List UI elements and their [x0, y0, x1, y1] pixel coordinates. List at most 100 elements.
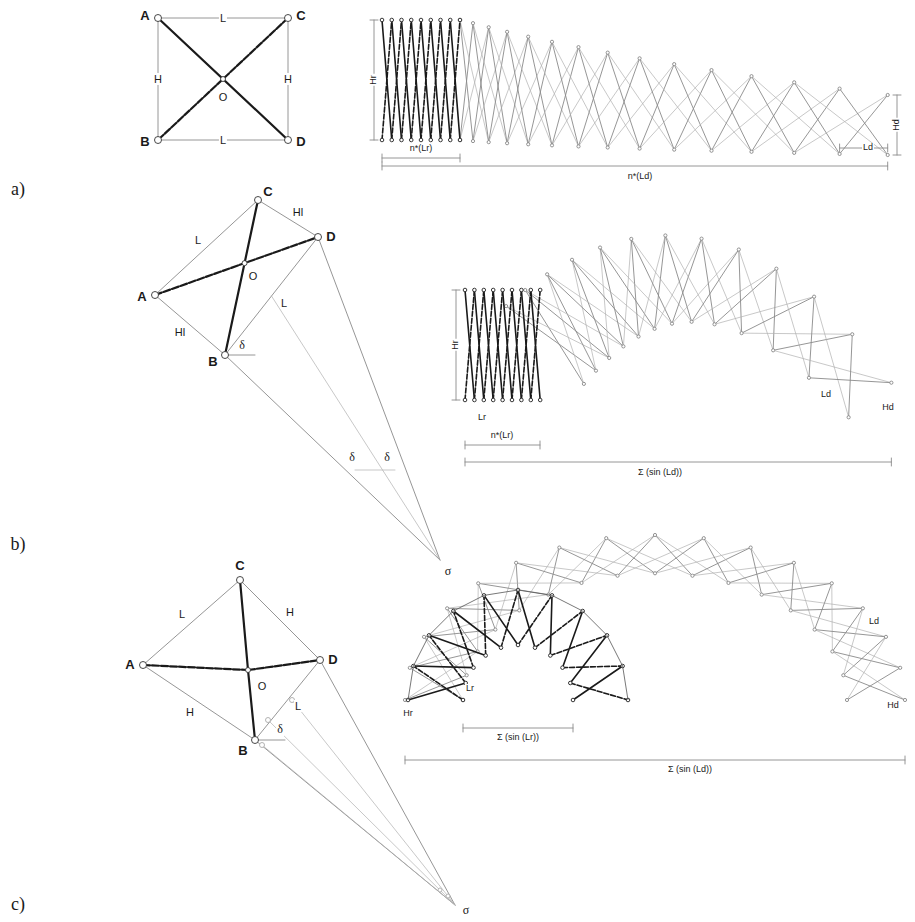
hinge-node — [518, 609, 521, 612]
hinge-node — [266, 718, 271, 723]
construction-line — [262, 745, 455, 905]
hinge-node — [831, 650, 834, 653]
scissor-member — [600, 248, 609, 358]
hinge-node — [605, 537, 608, 540]
hinge-node — [793, 151, 796, 154]
scissor-member — [665, 235, 714, 324]
scissor-member — [704, 538, 762, 594]
hinge-node — [510, 288, 514, 292]
dimension-label: Hr — [369, 74, 379, 86]
unit-outline — [240, 580, 320, 660]
hinge-node — [569, 681, 573, 685]
hinge-node — [789, 609, 792, 612]
scissor-member — [674, 70, 711, 150]
hinge-node — [710, 68, 713, 71]
hinge-node — [446, 607, 449, 610]
hinge-node — [315, 234, 322, 241]
scissor-member — [840, 95, 888, 154]
hinge-node — [807, 376, 810, 379]
hinge-node — [690, 320, 693, 323]
hinge-node — [501, 288, 505, 292]
scissor-member — [728, 563, 793, 583]
hinge-node — [487, 141, 490, 144]
scissor-member — [791, 610, 886, 636]
scissor-member — [832, 608, 862, 651]
scissor-member — [478, 582, 581, 583]
scissor-member — [570, 635, 607, 683]
hinge-node — [616, 574, 619, 577]
hinge-node — [529, 398, 533, 402]
hinge-node — [155, 137, 162, 144]
hinge-node — [793, 81, 796, 84]
scissor-member — [382, 20, 392, 140]
hinge-node — [838, 152, 841, 155]
hinge-node — [499, 646, 503, 650]
angle-label: δ — [238, 339, 246, 352]
angulated-unit-row — [140, 533, 907, 905]
hinge-node — [494, 628, 497, 631]
hinge-node — [691, 574, 694, 577]
hinge-node — [446, 894, 450, 898]
scissor-member — [776, 269, 809, 378]
hinge-node — [471, 22, 474, 25]
point-label: D — [295, 135, 306, 149]
scissor-member — [489, 27, 529, 144]
hinge-node — [242, 261, 247, 266]
scissor-member — [507, 32, 528, 144]
construction-line — [272, 296, 441, 560]
scissor-member — [512, 290, 521, 400]
point-label: A — [136, 290, 147, 304]
scissor-member — [600, 248, 623, 347]
scissor-member — [460, 27, 489, 140]
scissor-member — [742, 297, 814, 333]
hinge-node — [861, 607, 864, 610]
hinge-node — [463, 288, 467, 292]
hinge-node — [458, 18, 462, 22]
scissor-member — [815, 630, 886, 637]
side-label: H — [153, 73, 163, 85]
scissor-member — [489, 27, 507, 143]
scissor-member — [794, 82, 888, 155]
hinge-node — [577, 46, 580, 49]
scissor-member — [421, 20, 431, 140]
scissor-member — [484, 595, 518, 645]
scissor-member — [531, 290, 540, 400]
scissor-member — [791, 563, 794, 611]
angle-label: σ — [444, 565, 452, 578]
dimension-line — [465, 462, 891, 463]
hinge-node — [549, 654, 553, 658]
center-label: O — [218, 91, 229, 103]
hinge-node — [419, 138, 423, 142]
dimension-label: Hd — [881, 403, 895, 413]
hinge-node — [487, 26, 490, 29]
hinge-node — [448, 138, 452, 142]
scissor-member — [692, 548, 750, 576]
hinge-node — [252, 737, 259, 744]
scissor-member — [521, 290, 530, 400]
hinge-node — [458, 18, 461, 21]
dimension-line — [463, 728, 573, 729]
scissor-member — [579, 47, 640, 148]
scissor-member — [528, 37, 552, 146]
scissor-member — [516, 563, 581, 583]
hinge-node — [260, 743, 265, 748]
hinge-node — [713, 323, 716, 326]
hinge-node — [140, 662, 147, 669]
scissor-member — [503, 290, 512, 400]
scissor-member — [465, 290, 474, 400]
hinge-node — [246, 668, 251, 673]
scissor-member — [519, 548, 559, 611]
scissor-member — [751, 548, 791, 611]
hinge-node — [727, 581, 730, 584]
dimension-label: Ld — [868, 617, 880, 627]
scissor-member — [672, 250, 739, 324]
dimension-label: Ld — [862, 143, 874, 153]
scissor-member — [739, 250, 773, 351]
scissor-member — [559, 548, 617, 576]
scissor-member — [405, 652, 478, 700]
hinge-node — [222, 352, 229, 359]
scissor-member — [674, 64, 711, 151]
polar-unit-row — [152, 197, 893, 561]
scissor-member — [752, 89, 840, 152]
